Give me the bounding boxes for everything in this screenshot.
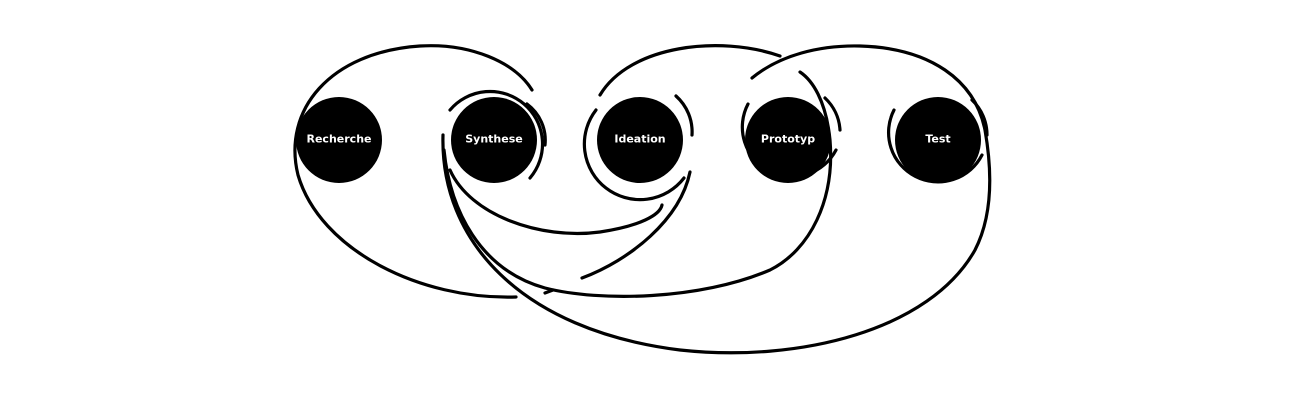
node-disc [451, 97, 537, 183]
ring-test-outer [970, 98, 989, 137]
ring-ideation [582, 108, 686, 202]
node-disc [296, 97, 382, 183]
ring-prototyp-outer [823, 96, 842, 132]
node-label: Prototyp [761, 133, 815, 146]
loop-prototyp-to-synthese [580, 170, 692, 280]
node-prototyp: Prototyp [745, 97, 831, 183]
node-label: Ideation [614, 133, 665, 146]
connector-mark-left [543, 288, 555, 295]
node-synthese: Synthese [451, 97, 537, 183]
loop-test-to-synthese [441, 44, 992, 355]
ring-synthese-inner [525, 102, 547, 147]
node-recherche: Recherche [296, 97, 382, 183]
node-disc [597, 97, 683, 183]
node-disc [895, 97, 981, 183]
feedback-loops [293, 44, 992, 355]
nodes: Recherche Synthese Ideation Prototyp Tes… [296, 97, 981, 183]
ring-ideation-outer [674, 94, 694, 137]
node-label: Recherche [307, 133, 372, 146]
node-ideation: Ideation [597, 97, 683, 183]
loop-ideation-to-synthese-tail [448, 168, 664, 236]
loop-ideation-to-synthese [598, 44, 782, 97]
node-label: Test [925, 133, 950, 146]
ring-synthese [448, 89, 545, 180]
node-disc [745, 97, 831, 183]
loop-synthese-to-recherche [293, 44, 534, 299]
node-test: Test [895, 97, 981, 183]
node-label: Synthese [465, 133, 522, 146]
